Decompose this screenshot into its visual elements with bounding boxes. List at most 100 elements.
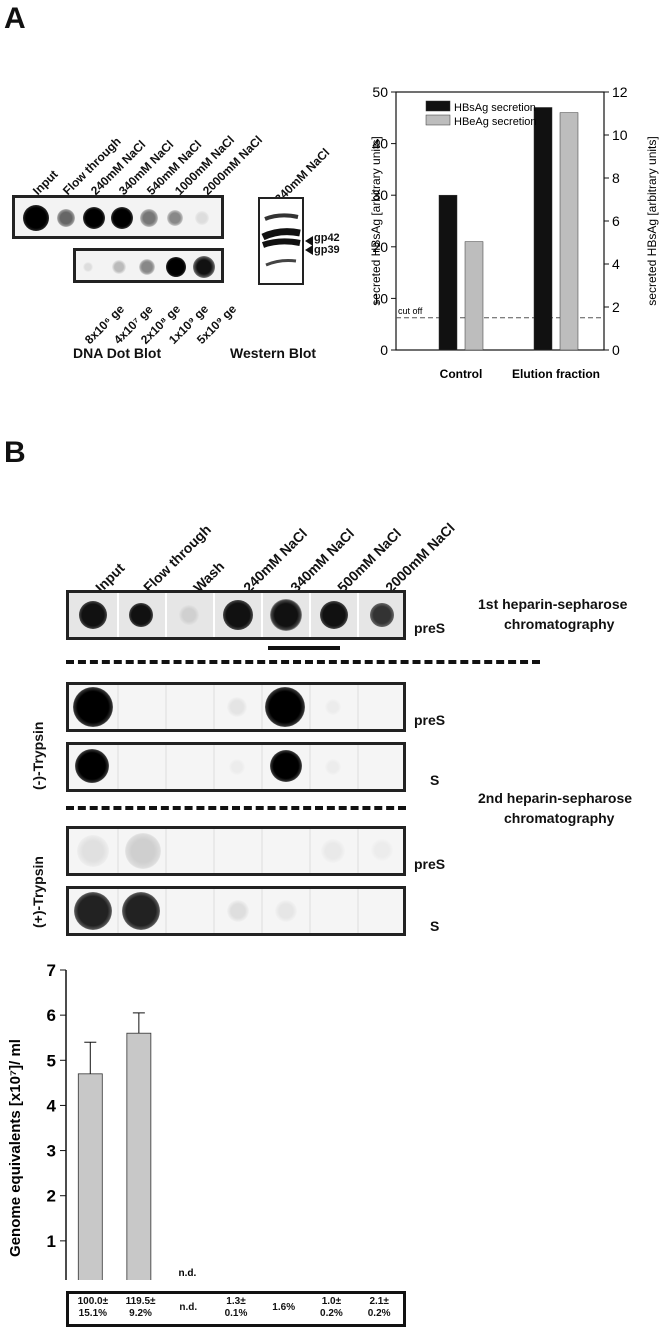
blot-dot <box>139 259 155 275</box>
y-tick-label: 40 <box>372 136 388 152</box>
table-cell-line: 1.0± <box>321 1296 342 1307</box>
table-cell-line: n.d. <box>179 1302 198 1313</box>
dna-dot-blot-caption: DNA Dot Blot <box>73 345 162 361</box>
blot-dot <box>57 209 75 227</box>
dna-dot-blot-standards <box>73 248 224 283</box>
y-tick-label: 0 <box>380 342 388 358</box>
blot-dot <box>325 699 341 715</box>
blot-dot <box>79 601 107 629</box>
table-cell: 100.0±15.1% <box>69 1296 117 1320</box>
dashed-separator-2 <box>66 806 406 810</box>
blot-dot <box>140 209 158 227</box>
y-tick-label: 6 <box>47 1006 56 1025</box>
plus-trypsin-label: (+)-Trypsin <box>30 856 46 928</box>
blot-dot <box>370 603 394 627</box>
y-tick-label: 5 <box>47 1051 56 1070</box>
blot-first-chromatography-preS <box>66 590 406 640</box>
row-label-preS-1: preS <box>414 620 446 636</box>
table-cell: 1.3±0.1% <box>212 1296 260 1320</box>
table-cell: 1.6% <box>260 1296 308 1314</box>
row-label-preS-2: preS <box>414 712 446 728</box>
blot-dot <box>195 211 209 225</box>
blot-dot <box>77 835 109 867</box>
blot-dot <box>270 750 302 782</box>
y2-tick-label: 0 <box>612 342 620 358</box>
table-cell-line: 15.1% <box>78 1308 108 1319</box>
table-cell-line: 0.2% <box>320 1308 343 1319</box>
bar-hbsag-secretion <box>533 107 553 351</box>
blot-plus-trypsin-preS <box>66 826 406 876</box>
table-cell-line: 0.2% <box>367 1308 391 1319</box>
first-chromatography-label: 1st heparin-sepharose <box>478 596 627 612</box>
blot-dot <box>179 605 199 625</box>
blot-dot <box>75 749 109 783</box>
table-cell-line: 1.6% <box>272 1302 296 1313</box>
table-cell: 119.5±9.2% <box>117 1296 165 1320</box>
y-tick-label: 1 <box>47 1232 56 1251</box>
blot-dot <box>23 205 49 231</box>
blot-minus-trypsin-preS <box>66 682 406 732</box>
western-bands <box>261 213 301 267</box>
blot-dot <box>229 759 245 775</box>
y-axis-label: secreted HBsAg [arbitrary units] <box>369 136 383 305</box>
legend-swatch <box>425 100 451 112</box>
x-tick-label: Elution fraction <box>512 367 600 380</box>
bar <box>77 1073 103 1280</box>
y-tick-label: 20 <box>372 239 388 255</box>
legend-label: HBeAg secretion <box>454 116 537 128</box>
y-axis-label: Genome equivalents [x10⁷]/ ml <box>7 1039 24 1257</box>
y2-tick-label: 10 <box>612 127 628 143</box>
blot-dot <box>265 687 305 727</box>
y2-tick-label: 8 <box>612 170 620 186</box>
second-chromatography-label-2: chromatography <box>504 810 615 826</box>
panel-b-letter: B <box>4 436 26 469</box>
bar-hbsag-secretion <box>438 194 458 351</box>
blot-minus-trypsin-S <box>66 742 406 792</box>
row-label-S-2: S <box>430 918 440 934</box>
band-label-gp39: gp39 <box>314 244 340 256</box>
bar-annotation: n.d. <box>179 1268 197 1279</box>
y-tick-label: 3 <box>47 1142 56 1161</box>
y-tick-label: 7 <box>47 961 56 980</box>
percentage-table: 100.0±15.1%119.5±9.2% n.d. 1.3±0.1% 1.6% 1.0… <box>66 1291 406 1327</box>
blot-dot <box>129 603 153 627</box>
y2-tick-label: 4 <box>612 256 620 272</box>
blot-dot <box>111 207 133 229</box>
blot-dot <box>320 601 348 629</box>
blot-dot <box>74 892 112 930</box>
blot-dot <box>73 687 113 727</box>
dna-dot-blot-top <box>12 195 224 239</box>
y-tick-label: 50 <box>372 84 388 100</box>
blot-dot <box>83 207 105 229</box>
blot-dot <box>167 210 183 226</box>
y2-axis-label: secreted HBsAg [arbitrary units] <box>645 136 659 305</box>
y-tick-label: 0 <box>47 1277 56 1280</box>
legend-swatch <box>425 114 451 126</box>
y-tick-label: 30 <box>372 187 388 203</box>
blot-dot <box>193 256 215 278</box>
cutoff-label: cut off <box>398 306 423 316</box>
western-blot-caption: Western Blot <box>230 345 317 361</box>
legend-label: HBsAg secretion <box>454 102 536 114</box>
bar-hbeag-secretion <box>464 241 484 351</box>
blot-dot <box>325 759 341 775</box>
first-chromatography-line1: 1st heparin-sepharose <box>478 596 628 612</box>
y-tick-label: 4 <box>47 1096 57 1115</box>
second-chromatography-label: 2nd heparin-sepharose <box>478 790 633 806</box>
table-cell: 2.1±0.2% <box>355 1296 403 1320</box>
blot-dot <box>270 599 302 631</box>
blot-plus-trypsin-S <box>66 886 406 936</box>
y-tick-label: 2 <box>47 1187 56 1206</box>
x-tick-label: Control <box>440 367 483 380</box>
table-cell: 1.0±0.2% <box>308 1296 356 1320</box>
table-cell-line: 9.2% <box>129 1308 152 1319</box>
blot-dot <box>227 697 247 717</box>
gp39-arrow-icon <box>305 245 313 255</box>
blot-dot <box>275 900 297 922</box>
blot-dot <box>112 260 126 274</box>
western-blot <box>258 197 304 285</box>
blot-dot <box>83 262 93 272</box>
table-cell-line: 1.3± <box>226 1296 246 1307</box>
row-label-S-1: S <box>430 772 440 788</box>
